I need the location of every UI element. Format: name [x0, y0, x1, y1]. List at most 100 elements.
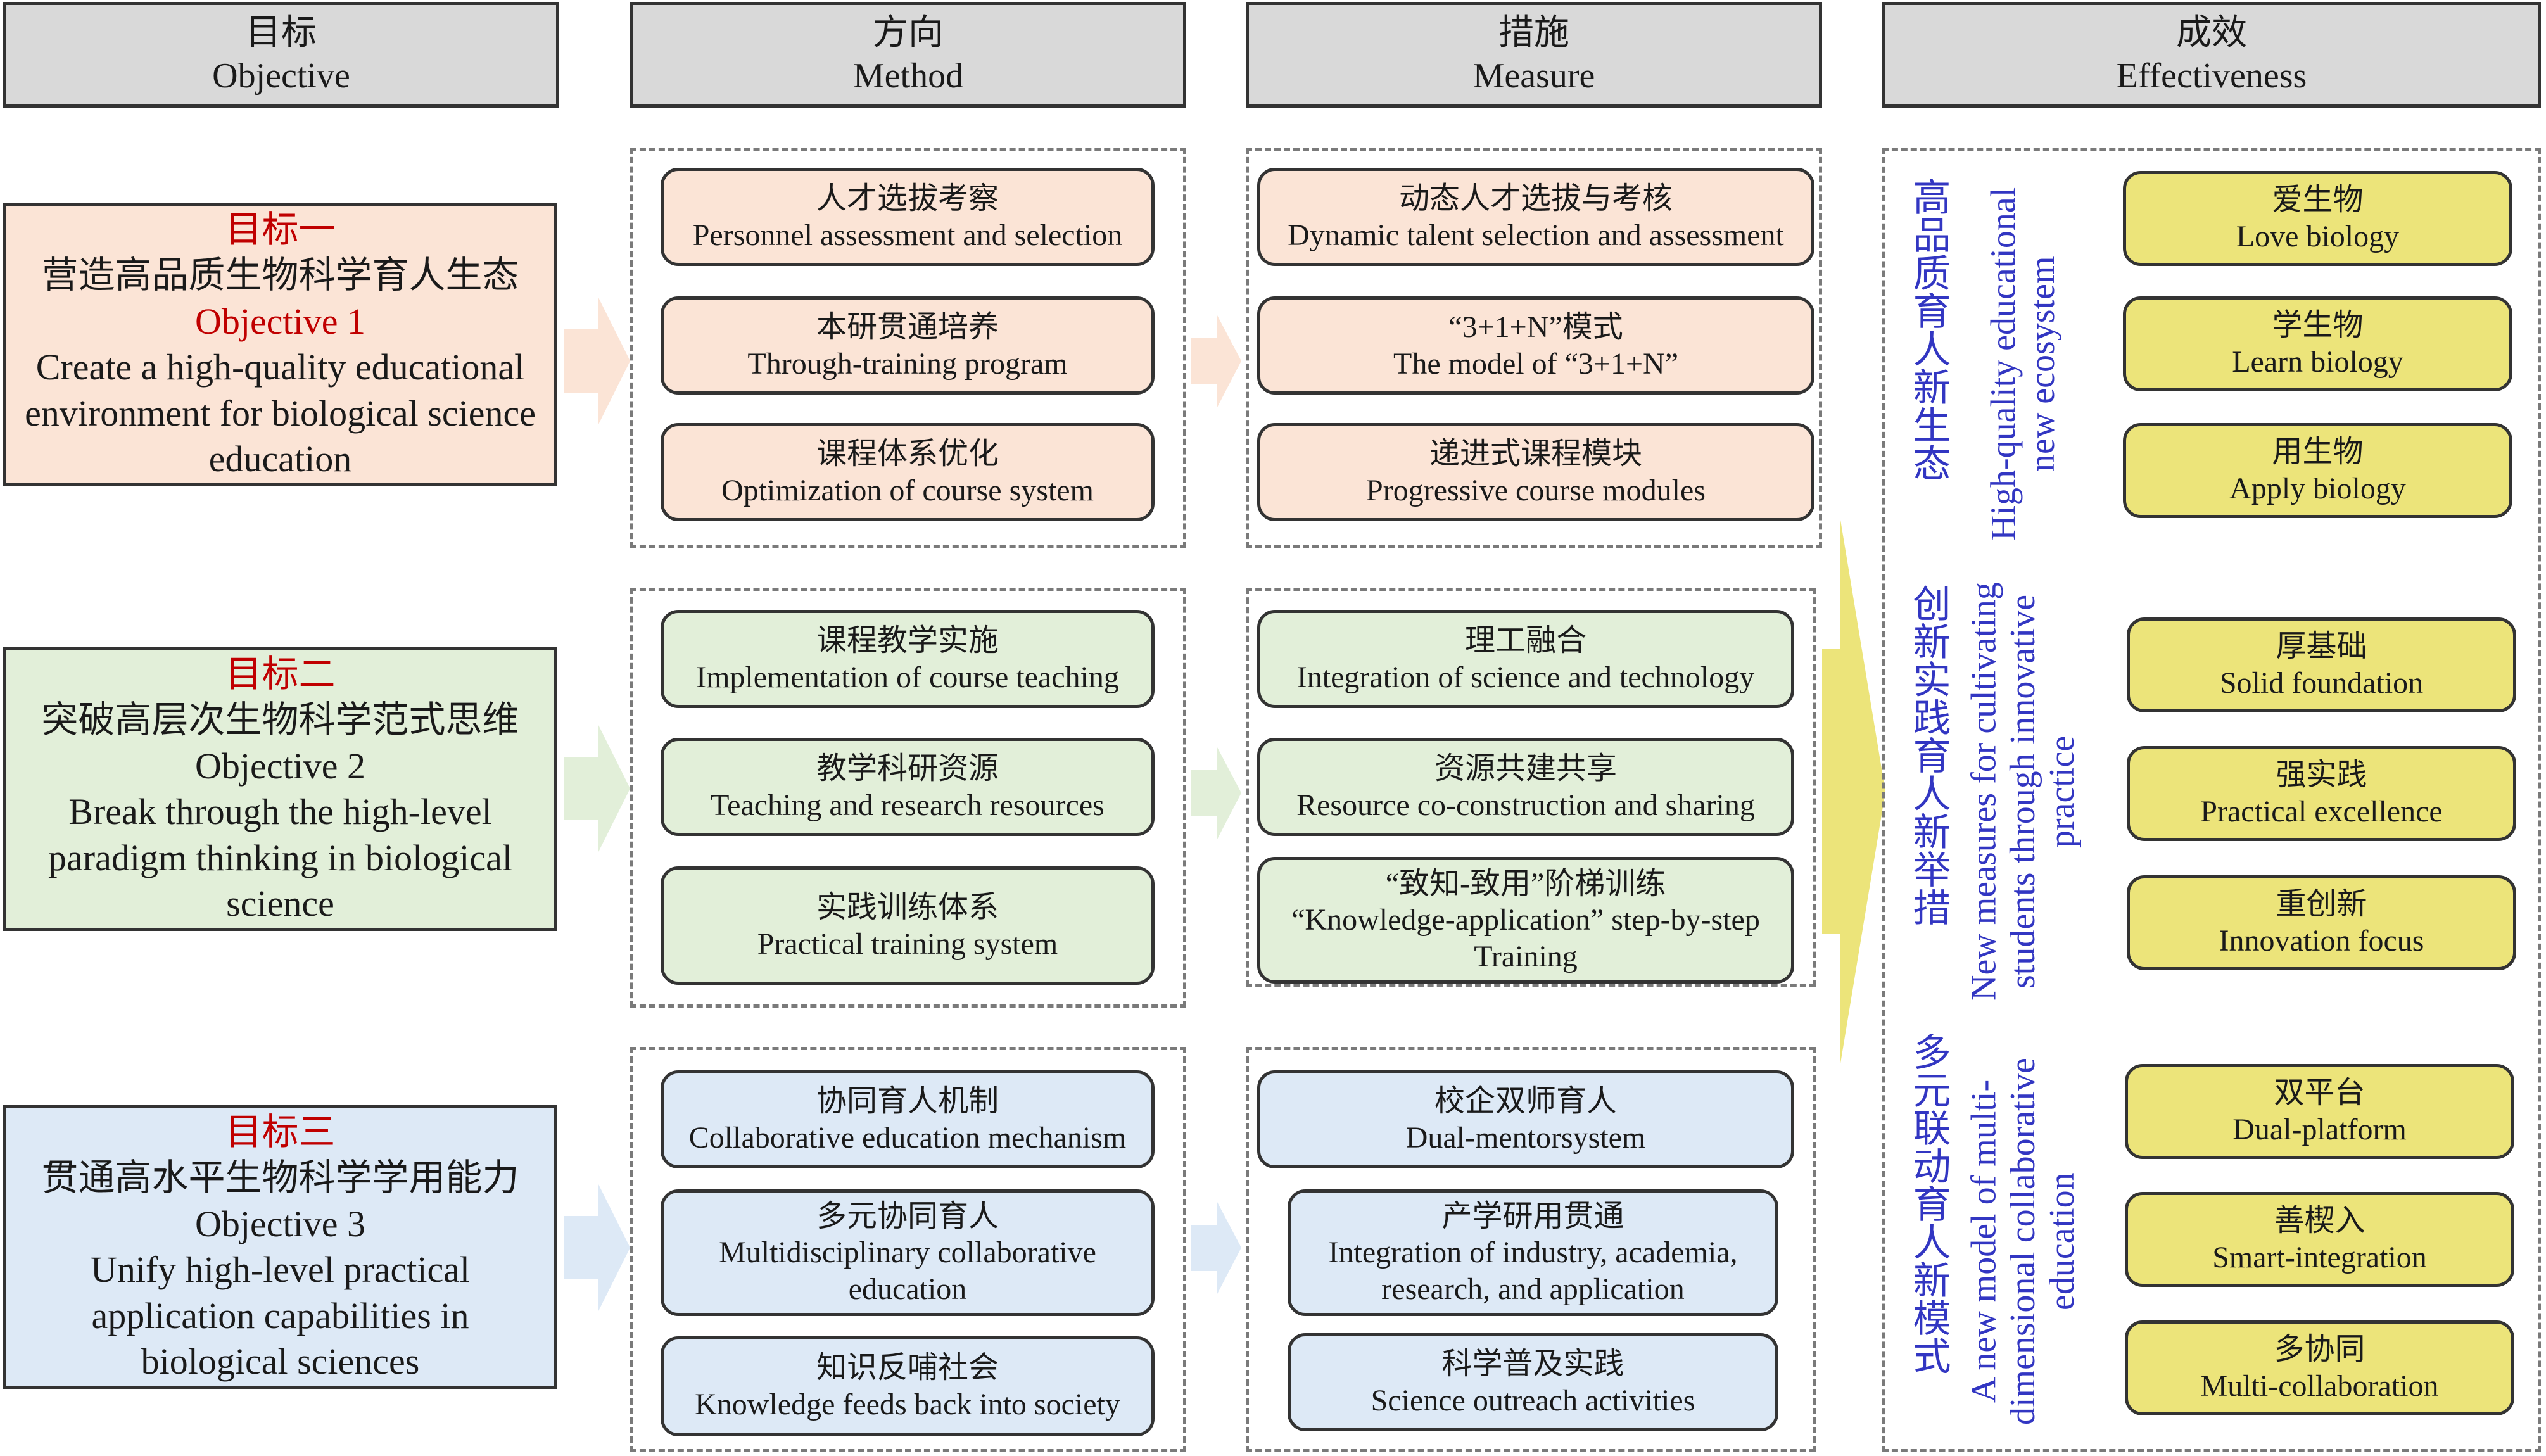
measure-2-1-en: Integration of science and technology [1296, 660, 1755, 694]
measure-1-3: 递进式课程模块 Progressive course modules [1257, 423, 1814, 521]
objective-3-en-label: Objective 3 [195, 1203, 365, 1244]
effect-1-1-cn: 爱生物 [2272, 183, 2364, 217]
effect-3-1-cn: 双平台 [2274, 1076, 2366, 1110]
effect-3-2-cn: 善楔入 [2274, 1204, 2366, 1238]
objective-1-cn-label: 目标一 [225, 208, 336, 250]
method-1-2-en: Through-training program [747, 346, 1068, 381]
objective-3-cn-text: 贯通高水平生物科学学用能力 [41, 1157, 519, 1198]
objective-2-cn-text: 突破高层次生物科学范式思维 [41, 699, 519, 740]
method-group-3 [630, 1047, 1186, 1452]
effect-group-2-en: New measures for cultivating students th… [1964, 582, 2082, 1001]
header-measure-cn: 措施 [1498, 13, 1569, 53]
method-2-1: 课程教学实施 Implementation of course teaching [661, 610, 1155, 708]
effect-1-1: 爱生物 Love biology [2123, 171, 2512, 266]
method-1-3: 课程体系优化 Optimization of course system [661, 423, 1155, 521]
method-3-3: 知识反哺社会 Knowledge feeds back into society [661, 1336, 1155, 1436]
arrow-method-2-to-measure [1191, 747, 1241, 839]
effect-1-2-en: Learn biology [2232, 345, 2404, 379]
measure-2-2: 资源共建共享 Resource co-construction and shar… [1257, 738, 1794, 836]
measure-1-3-cn: 递进式课程模块 [1429, 436, 1642, 471]
effect-group-1-en: High-quality educational new ecosystem [1984, 187, 2062, 541]
header-method: 方向 Method [630, 2, 1186, 108]
effect-2-3-en: Innovation focus [2219, 924, 2424, 958]
measure-3-2-cn: 产学研用贯通 [1441, 1199, 1624, 1233]
method-2-3-cn: 实践训练体系 [816, 890, 999, 924]
measure-3-3: 科学普及实践 Science outreach activities [1288, 1333, 1778, 1431]
measure-2-2-cn: 资源共建共享 [1434, 751, 1617, 785]
objective-2-en-label: Objective 2 [195, 745, 365, 787]
method-1-3-en: Optimization of course system [721, 473, 1094, 507]
arrow-objective-3-to-method [564, 1184, 630, 1311]
method-3-2-cn: 多元协同育人 [816, 1199, 999, 1233]
effect-1-3-en: Apply biology [2229, 472, 2406, 505]
arrow-method-3-to-measure [1191, 1202, 1241, 1294]
method-3-1-en: Collaborative education mechanism [688, 1120, 1127, 1155]
method-group-2 [630, 588, 1186, 1008]
header-method-cn: 方向 [873, 13, 944, 53]
measure-1-2-en: The model of “3+1+N” [1393, 346, 1678, 381]
arrow-method-1-to-measure [1191, 315, 1241, 407]
method-1-3-cn: 课程体系优化 [816, 436, 999, 471]
method-3-3-en: Knowledge feeds back into society [695, 1388, 1120, 1421]
effect-3-2: 善楔入 Smart-integration [2125, 1192, 2514, 1287]
measure-group-2 [1246, 588, 1816, 987]
objective-3-cn-label: 目标三 [225, 1111, 336, 1153]
effect-1-1-en: Love biology [2236, 220, 2400, 253]
measure-3-3-cn: 科学普及实践 [1441, 1346, 1624, 1381]
method-3-1-cn: 协同育人机制 [816, 1084, 999, 1118]
header-measure-en: Measure [1472, 56, 1595, 96]
measure-group-1 [1246, 148, 1822, 548]
method-2-2: 教学科研资源 Teaching and research resources [661, 738, 1155, 836]
objective-1-box: 目标一 营造高品质生物科学育人生态 Objective 1 Create a h… [3, 203, 557, 486]
method-3-2-en: Multidisciplinary collaborative educatio… [719, 1236, 1096, 1306]
header-effectiveness-cn: 成效 [2176, 13, 2247, 53]
measure-2-3-cn: “致知-致用”阶梯训练 [1385, 866, 1666, 901]
measure-3-1-en: Dual-mentorsystem [1405, 1120, 1646, 1155]
effect-3-3-cn: 多协同 [2274, 1333, 2366, 1367]
objective-1-en-label: Objective 1 [195, 300, 365, 342]
effect-3-1: 双平台 Dual-platform [2125, 1064, 2514, 1159]
method-1-1-cn: 人才选拔考察 [816, 181, 999, 215]
header-measure: 措施 Measure [1246, 2, 1822, 108]
method-1-1: 人才选拔考察 Personnel assessment and selectio… [661, 168, 1155, 266]
objective-2-box: 目标二 突破高层次生物科学范式思维 Objective 2 Break thro… [3, 647, 557, 931]
effect-3-2-en: Smart-integration [2212, 1241, 2427, 1274]
measure-1-1-en: Dynamic talent selection and assessment [1288, 218, 1784, 252]
header-objective: 目标 Objective [3, 2, 559, 108]
effect-3-3-en: Multi-collaboration [2200, 1369, 2439, 1403]
effect-2-2-en: Practical excellence [2200, 795, 2443, 828]
objective-1-cn-text: 营造高品质生物科学育人生态 [41, 255, 519, 296]
method-1-1-en: Personnel assessment and selection [692, 218, 1123, 252]
method-group-1 [630, 148, 1186, 548]
effect-2-1-cn: 厚基础 [2276, 630, 2367, 664]
effect-1-2: 学生物 Learn biology [2123, 296, 2512, 391]
measure-3-3-en: Science outreach activities [1371, 1383, 1695, 1417]
method-2-3-en: Practical training system [757, 927, 1058, 961]
method-3-2: 多元协同育人 Multidisciplinary collaborative e… [661, 1189, 1155, 1316]
objective-2-cn-label: 目标二 [225, 653, 336, 695]
header-objective-cn: 目标 [246, 13, 317, 53]
measure-group-3 [1246, 1047, 1816, 1452]
method-3-3-cn: 知识反哺社会 [816, 1351, 999, 1385]
effect-group-3-cn: 多元联动育人新模式 [1906, 1032, 1951, 1374]
method-1-2-cn: 本研贯通培养 [816, 310, 999, 344]
arrow-measure-to-effectiveness [1822, 516, 1885, 1067]
effect-group-3-en: A new model of multi-dimensional collabo… [1964, 1057, 2082, 1426]
header-objective-en: Objective [212, 56, 350, 96]
effect-2-1: 厚基础 Solid foundation [2127, 617, 2516, 712]
effect-3-3: 多协同 Multi-collaboration [2125, 1320, 2514, 1415]
measure-2-2-en: Resource co-construction and sharing [1296, 788, 1755, 822]
method-2-2-cn: 教学科研资源 [816, 751, 999, 785]
method-2-1-cn: 课程教学实施 [816, 623, 999, 657]
measure-3-2: 产学研用贯通 Integration of industry, academia… [1288, 1189, 1778, 1316]
measure-3-1-cn: 校企双师育人 [1434, 1084, 1617, 1118]
method-2-2-en: Teaching and research resources [711, 788, 1105, 822]
measure-2-1-cn: 理工融合 [1464, 623, 1586, 657]
measure-1-1-cn: 动态人才选拔与考核 [1398, 181, 1673, 215]
objective-3-en-text: Unify high-level practical application c… [90, 1249, 471, 1382]
effect-group-1-cn: 高品质育人新生态 [1906, 177, 1951, 481]
effect-1-3: 用生物 Apply biology [2123, 423, 2512, 518]
method-2-3: 实践训练体系 Practical training system [661, 866, 1155, 985]
measure-1-1: 动态人才选拔与考核 Dynamic talent selection and a… [1257, 168, 1814, 266]
effectiveness-group [1882, 148, 2541, 1452]
